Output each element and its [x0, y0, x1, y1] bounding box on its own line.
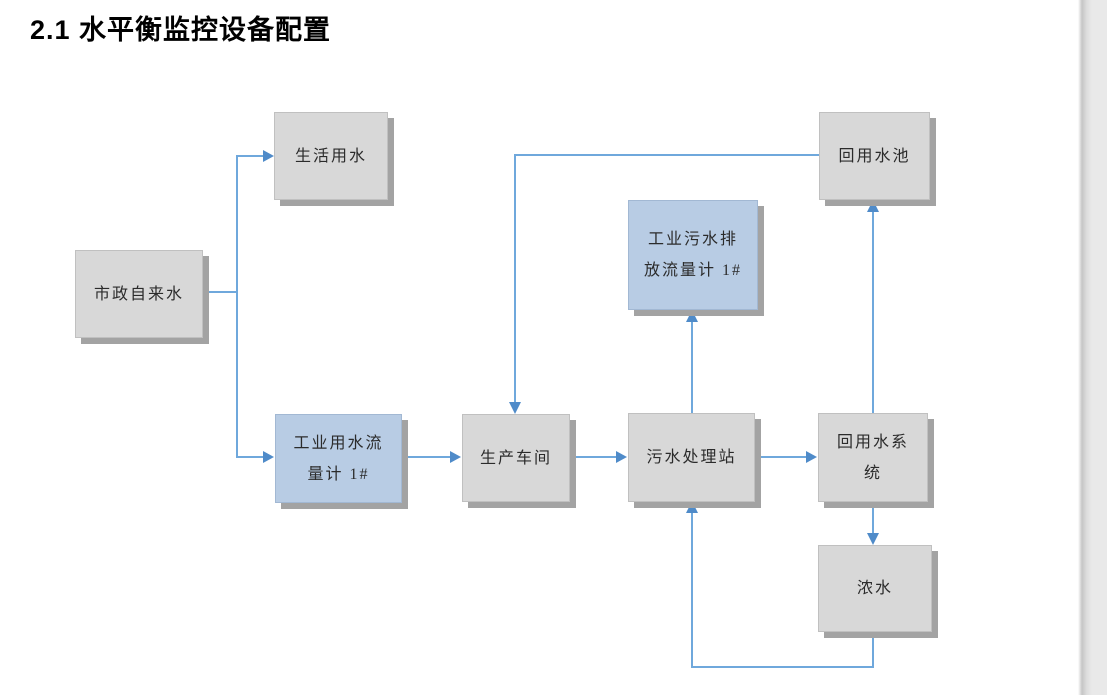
edge-reuse-system-to-concentrate [872, 502, 874, 534]
node-label: 回用水池 [838, 147, 911, 165]
node-label: 生活用水 [294, 147, 367, 165]
edge-concentrate-return-drop [872, 632, 874, 668]
edge-pool-to-workshop-horizontal [514, 154, 819, 156]
document-page: 2.1 水平衡监控设备配置 [30, 15, 932, 668]
node-label: 污水处理站 [646, 449, 737, 466]
node-label-line2: 统 [863, 464, 882, 482]
edge-trunk-to-industrial-meter [236, 456, 264, 458]
edge-meter-to-workshop [402, 456, 451, 458]
node-label-line2: 放流量计 1# [643, 262, 742, 279]
node-label: 浓水 [856, 580, 893, 597]
arrowhead-into-concentrate [867, 533, 879, 545]
arrowhead-into-workshop [450, 451, 461, 463]
arrowhead-into-domestic-water [263, 150, 274, 162]
page-margin-background [1078, 0, 1107, 695]
arrowhead-into-sewage-bottom [686, 501, 698, 513]
edge-sewage-to-discharge-meter [691, 322, 693, 413]
edge-trunk-to-domestic [236, 155, 264, 157]
node-label-line1: 工业污水排 [647, 231, 738, 248]
arrowhead-into-reuse-pool [867, 200, 879, 212]
edge-reuse-system-to-pool [872, 212, 874, 413]
node-label: 生产车间 [479, 449, 552, 467]
node-production-workshop[interactable]: 生产车间 [462, 414, 570, 502]
section-heading: 2.1 水平衡监控设备配置 [30, 15, 332, 45]
node-domestic-water[interactable]: 生活用水 [274, 112, 388, 200]
node-concentrate-water[interactable]: 浓水 [818, 545, 932, 632]
node-label-line1: 回用水系 [836, 433, 909, 451]
arrowhead-into-workshop-top [509, 402, 521, 414]
edge-pool-to-workshop-vertical [514, 154, 516, 402]
arrowhead-into-sewage-station [616, 451, 627, 463]
edge-concentrate-return-rise [691, 513, 693, 668]
edge-trunk-vertical [236, 155, 238, 458]
arrowhead-into-industrial-meter [263, 451, 274, 463]
edge-workshop-to-sewage [570, 456, 617, 458]
node-label-line2: 量计 1# [307, 465, 370, 483]
node-industrial-sewage-discharge-flowmeter[interactable]: 工业污水排 放流量计 1# [628, 200, 758, 310]
arrowhead-into-reuse-system [806, 451, 817, 463]
node-reuse-water-system[interactable]: 回用水系 统 [818, 413, 928, 502]
edge-municipal-to-trunk [203, 291, 237, 293]
arrowhead-into-discharge-meter [686, 310, 698, 322]
node-municipal-tap-water[interactable]: 市政自来水 [75, 250, 203, 338]
edge-sewage-to-reuse-system [755, 456, 807, 458]
node-reuse-water-pool[interactable]: 回用水池 [819, 112, 930, 200]
edge-concentrate-return-horizontal [691, 666, 874, 668]
node-label: 市政自来水 [93, 285, 184, 303]
node-label-line1: 工业用水流 [293, 434, 384, 452]
node-industrial-water-flowmeter[interactable]: 工业用水流 量计 1# [275, 414, 402, 503]
node-sewage-treatment-station[interactable]: 污水处理站 [628, 413, 755, 502]
